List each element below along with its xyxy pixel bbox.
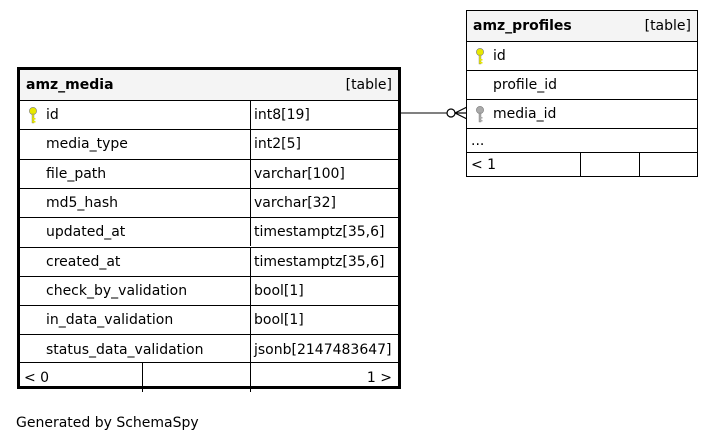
column-row[interactable]: id int8[19] [20,100,398,130]
column-name: in_data_validation [46,312,174,329]
column-type: timestamptz[35,6] [254,253,385,270]
amz-profiles-table[interactable]: amz_profiles [table] id profile_id media_i… [466,10,698,177]
column-row[interactable]: updated_at timestamptz[35,6] [20,217,398,247]
table-title: amz_profiles [473,18,572,34]
column-name: media_id [493,106,557,122]
amz-media-header: amz_media [table] [20,70,398,100]
column-name: created_at [46,253,121,270]
column-name: updated_at [46,224,126,241]
column-row[interactable]: check_by_validation bool[1] [20,275,398,306]
amz-profiles-footer: < 1 [467,152,697,176]
parents-count: 1 > [366,369,392,386]
table-kind-label: [table] [644,18,691,34]
amz-profiles-header: amz_profiles [table] [467,11,697,41]
column-name: file_path [46,165,107,182]
column-name: id [46,107,59,124]
generated-by-label: Generated by SchemaSpy [16,415,199,431]
column-type: jsonb[2147483647] [254,341,392,358]
column-name: status_data_validation [46,341,204,358]
column-name: md5_hash [46,195,119,212]
primary-key-icon [475,47,485,67]
column-name: check_by_validation [46,282,188,299]
column-type: bool[1] [254,282,304,299]
column-row[interactable]: file_path varchar[100] [20,158,398,188]
column-row[interactable]: status_data_validation jsonb[2147483647] [20,334,398,364]
column-row[interactable]: md5_hash varchar[32] [20,187,398,218]
column-type: timestamptz[35,6] [254,224,385,241]
column-type: int8[19] [254,107,310,124]
column-type: int2[5] [254,136,301,153]
column-name: id [493,48,506,64]
amz-media-footer: < 0 1 > [20,362,398,392]
more-columns-ellipsis: ... [471,132,485,149]
column-row[interactable]: media_id [467,99,697,128]
table-kind-label: [table] [345,77,392,93]
column-type: bool[1] [254,312,304,329]
column-name: profile_id [493,77,557,93]
children-count: < 1 [471,156,497,173]
column-row[interactable]: media_type int2[5] [20,129,398,159]
children-count: < 0 [24,369,50,386]
column-type: varchar[32] [254,195,336,212]
amz-profiles-ellipsis-row: ... [467,128,697,152]
column-row[interactable]: created_at timestamptz[35,6] [20,246,398,276]
foreign-key-icon [475,105,485,125]
table-title: amz_media [26,77,114,93]
column-type: varchar[100] [254,165,345,182]
column-row[interactable]: id [467,41,697,70]
column-row[interactable]: in_data_validation bool[1] [20,305,398,335]
primary-key-icon [28,106,38,126]
column-row[interactable]: profile_id [467,70,697,99]
column-name: media_type [46,136,128,153]
